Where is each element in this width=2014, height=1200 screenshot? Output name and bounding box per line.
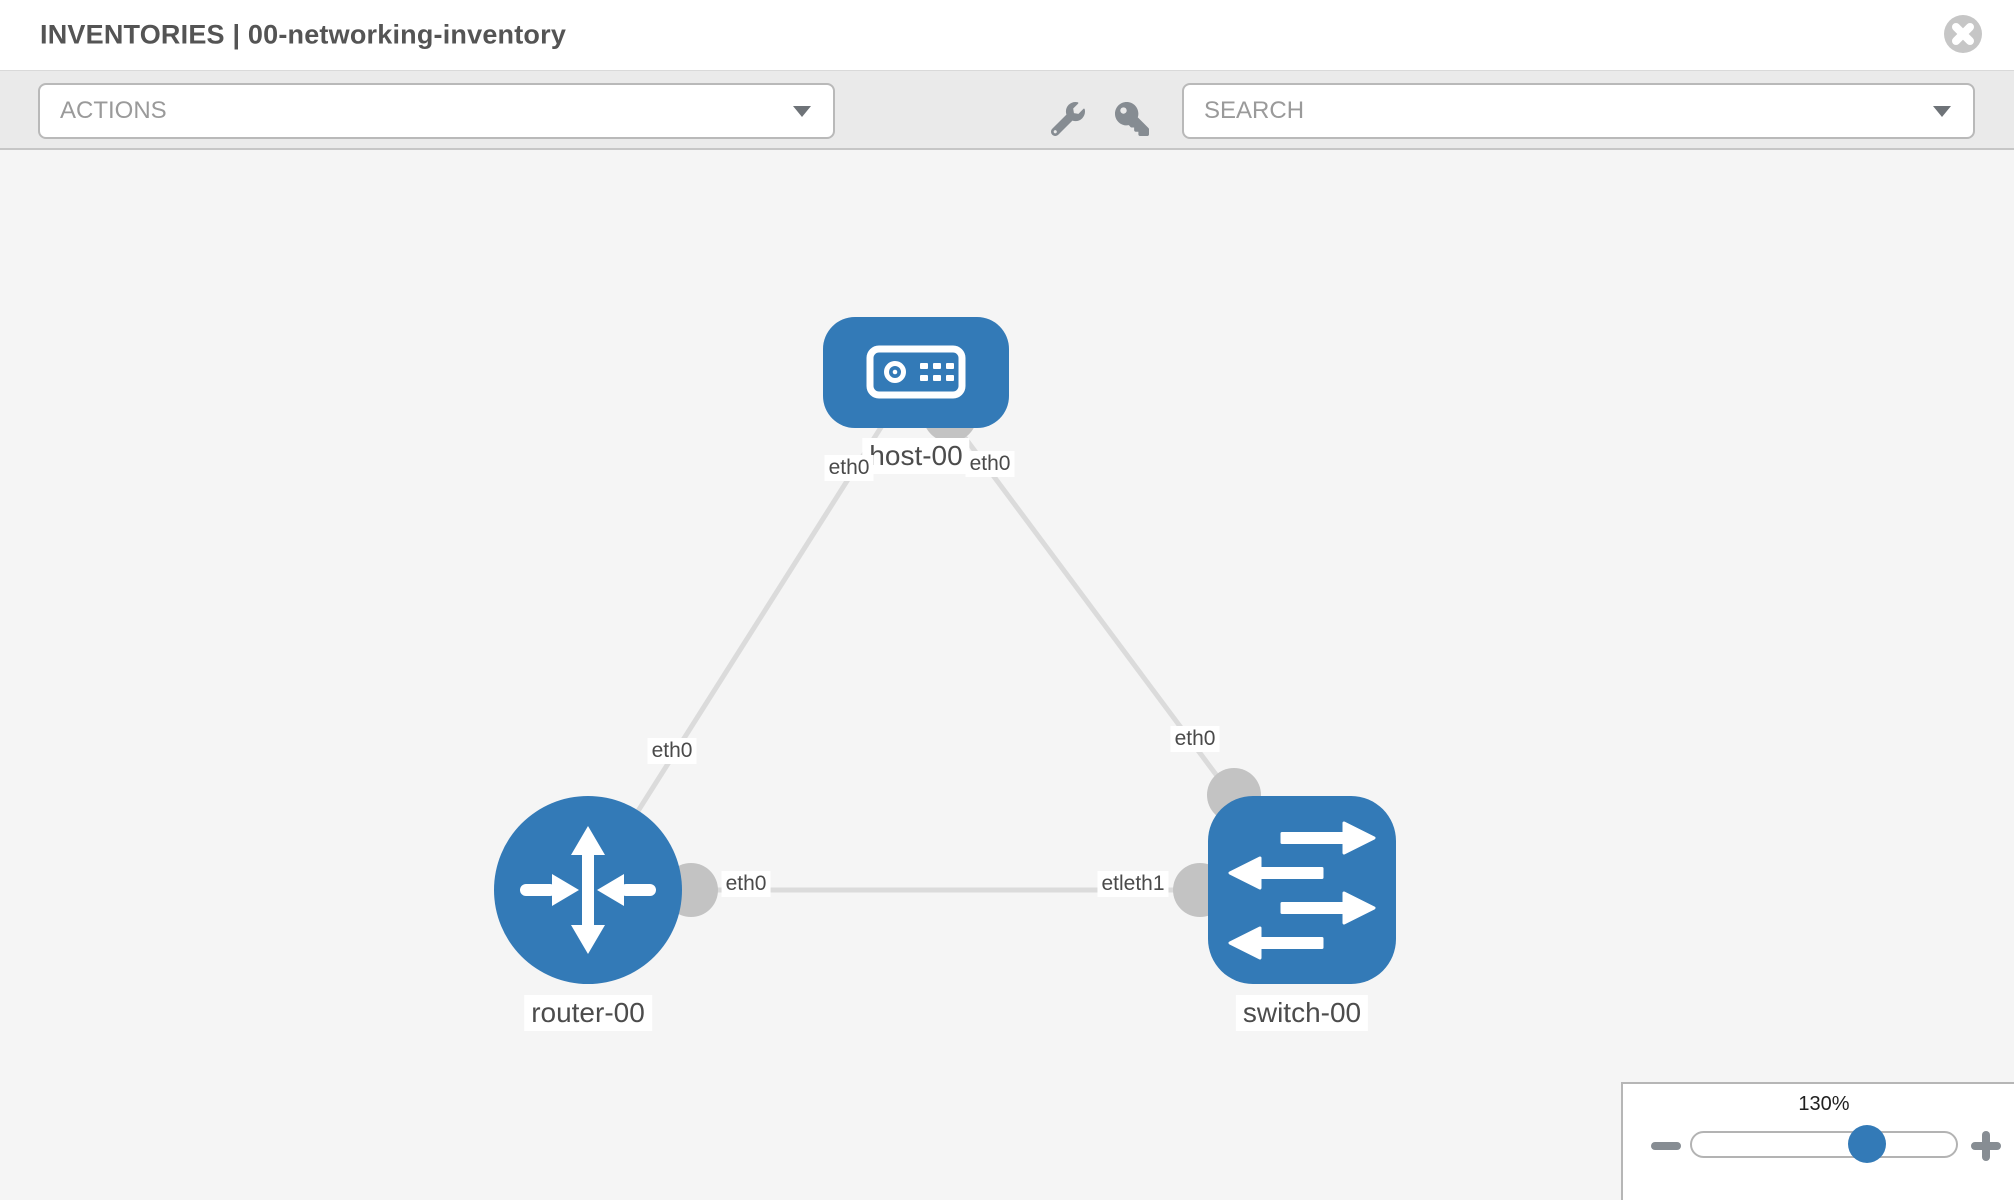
credentials-button[interactable] xyxy=(1112,99,1152,139)
iface-label-router-right: eth0 xyxy=(721,871,771,897)
node-switch-00[interactable] xyxy=(1208,796,1396,984)
zoom-slider-thumb[interactable] xyxy=(1848,1125,1886,1163)
actions-dropdown[interactable]: ACTIONS xyxy=(38,83,835,139)
zoom-level: 130% xyxy=(1798,1093,1850,1115)
iface-label-host-left: eth0 xyxy=(824,455,874,481)
node-label-router: router-00 xyxy=(524,995,652,1031)
iface-label-router-top: eth0 xyxy=(647,738,697,764)
toolbar: ACTIONS SEARCH xyxy=(0,71,2014,150)
host-icon xyxy=(866,345,966,399)
zoom-panel: 130% xyxy=(1621,1082,2014,1200)
zoom-in-icon[interactable] xyxy=(1971,1131,2001,1161)
chevron-down-icon xyxy=(1933,105,1951,117)
router-icon xyxy=(520,826,656,954)
configure-button[interactable] xyxy=(1048,99,1088,139)
zoom-slider[interactable] xyxy=(1690,1125,1958,1163)
iface-label-host-right: eth0 xyxy=(965,451,1015,477)
key-icon xyxy=(1115,102,1149,136)
search-dropdown[interactable]: SEARCH xyxy=(1182,83,1975,139)
switch-icon xyxy=(1228,821,1376,960)
chevron-down-icon xyxy=(793,105,811,117)
zoom-out-icon[interactable] xyxy=(1651,1142,1681,1150)
topology-canvas[interactable]: host-00 router-00 switch-00 eth0 eth0 et… xyxy=(0,150,2014,1200)
node-router-00[interactable] xyxy=(494,796,682,984)
iface-label-switch-top: eth0 xyxy=(1170,726,1220,752)
iface-label-switch-left: etleth1 xyxy=(1097,871,1169,897)
node-label-switch: switch-00 xyxy=(1235,995,1369,1031)
header: INVENTORIES | 00-networking-inventory xyxy=(0,0,2014,71)
close-button[interactable] xyxy=(1944,15,1982,53)
actions-dropdown-label: ACTIONS xyxy=(60,97,167,124)
wrench-icon xyxy=(1051,102,1085,136)
node-host-00[interactable] xyxy=(823,317,1009,428)
search-dropdown-label: SEARCH xyxy=(1204,97,1305,124)
close-icon xyxy=(1944,15,1982,53)
page-title: INVENTORIES | 00-networking-inventory xyxy=(40,19,567,50)
node-label-host: host-00 xyxy=(862,438,970,474)
